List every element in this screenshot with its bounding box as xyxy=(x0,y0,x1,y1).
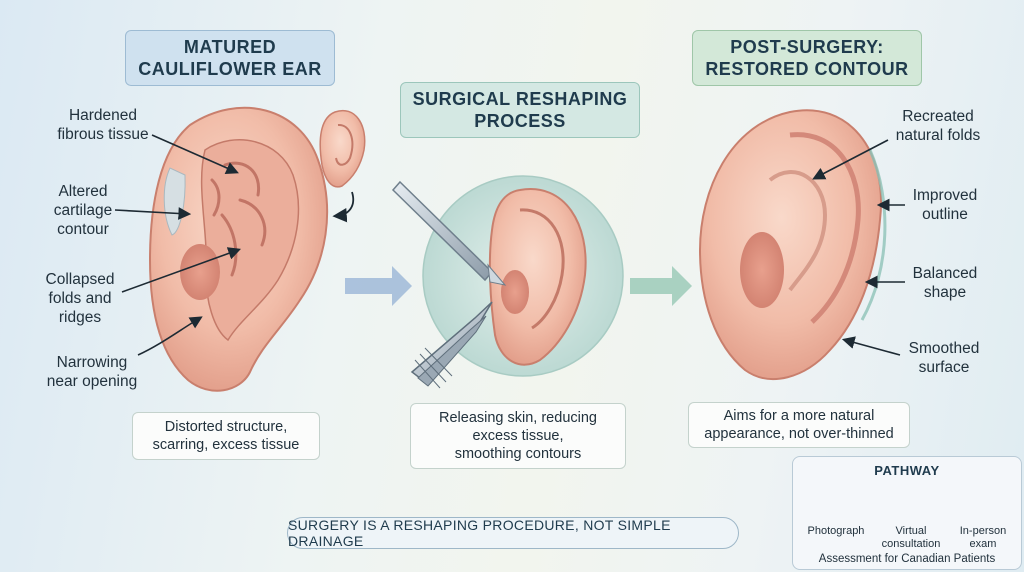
forceps-icon xyxy=(410,301,493,389)
scalpel-icon xyxy=(391,180,507,286)
title-surgical-reshaping: SURGICAL RESHAPING PROCESS xyxy=(400,82,640,138)
banner-text: SURGERY IS A RESHAPING PROCEDURE, NOT SI… xyxy=(288,517,671,549)
title-line: SURGICAL RESHAPING xyxy=(412,89,628,109)
left-leader-lines xyxy=(114,134,242,356)
small-normal-ear-illustration xyxy=(319,109,366,188)
right-leader-lines xyxy=(812,139,905,356)
title-line: POST-SURGERY: xyxy=(730,37,884,57)
cauliflower-ear-illustration xyxy=(148,106,329,392)
pathway-footer: Assessment for Canadian Patients xyxy=(818,553,996,565)
pathway-step-photograph: Photograph xyxy=(807,525,865,537)
pathway-title: PATHWAY xyxy=(874,463,940,478)
caption-left: Distorted structure,scarring, excess tis… xyxy=(132,412,320,460)
restored-ear-illustration xyxy=(698,109,887,381)
title-matured-cauliflower-ear: MATURED CAULIFLOWER EAR xyxy=(125,30,335,86)
surgery-ear-illustration xyxy=(488,188,587,366)
flow-arrow-1 xyxy=(345,266,412,306)
title-line: CAULIFLOWER EAR xyxy=(138,59,322,79)
title-line: RESTORED CONTOUR xyxy=(705,59,909,79)
key-message-banner: SURGERY IS A RESHAPING PROCEDURE, NOT SI… xyxy=(287,517,739,549)
curved-arrow-icon xyxy=(332,191,355,223)
flow-arrow-2 xyxy=(630,266,692,306)
title-line: MATURED xyxy=(183,37,277,57)
title-post-surgery: POST-SURGERY: RESTORED CONTOUR xyxy=(692,30,922,86)
title-line: PROCESS xyxy=(474,111,566,131)
